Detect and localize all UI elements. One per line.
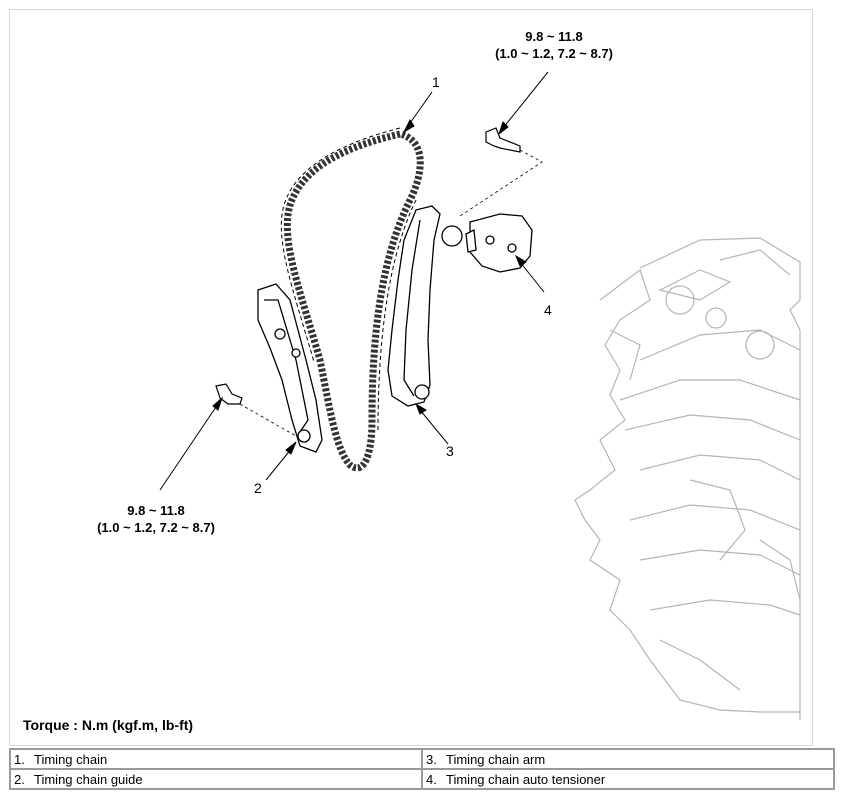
tensioner-bolt-dashline: [459, 149, 543, 217]
guide-bolt-dashline: [239, 403, 297, 437]
legend-number: 1.: [14, 751, 25, 767]
torque-annotation-bottom: 9.8 ~ 11.8 (1.0 ~ 1.2, 7.2 ~ 8.7): [84, 502, 228, 536]
legend-cell: 2. Timing chain guide: [9, 768, 423, 790]
torque-units-note: Torque : N.m (kgf.m, lb-ft): [23, 717, 194, 733]
callout-4: 4: [544, 302, 552, 318]
legend-label: Timing chain auto tensioner: [446, 771, 606, 787]
legend-cell: 4. Timing chain auto tensioner: [421, 768, 835, 790]
engine-block-outline: [574, 237, 801, 720]
legend-label: Timing chain arm: [446, 751, 546, 767]
torque-annotation-top: 9.8 ~ 11.8 (1.0 ~ 1.2, 7.2 ~ 8.7): [482, 28, 626, 62]
legend-row: 1. Timing chain 3. Timing chain arm: [9, 748, 835, 770]
legend-number: 3.: [426, 751, 437, 767]
legend-number: 4.: [426, 771, 437, 787]
timing-chain-diagram: [159, 71, 801, 720]
legend-row: 2. Timing chain guide 4. Timing chain auto…: [9, 768, 835, 790]
legend-cell: 3. Timing chain arm: [421, 748, 835, 770]
legend-cell: 1. Timing chain: [9, 748, 423, 770]
torque-bottom-value: 9.8 ~ 11.8: [127, 503, 185, 518]
callout-1: 1: [432, 74, 440, 90]
legend-label: Timing chain guide: [34, 771, 143, 787]
timing-chain: [280, 127, 424, 472]
legend-label: Timing chain: [34, 751, 108, 767]
callout-2: 2: [254, 480, 262, 496]
callout-3: 3: [446, 443, 454, 459]
tensioner-bolt: [485, 127, 521, 153]
timing-chain-arm: [387, 205, 441, 407]
torque-top-value: 9.8 ~ 11.8: [525, 29, 583, 44]
timing-chain-guide: [257, 283, 323, 453]
torque-top-alt: (1.0 ~ 1.2, 7.2 ~ 8.7): [495, 46, 613, 61]
leader-arrows: [159, 71, 549, 491]
legend-number: 2.: [14, 771, 25, 787]
parts-legend-table: 1. Timing chain 3. Timing chain arm 2. Timi…: [9, 748, 835, 790]
torque-bottom-alt: (1.0 ~ 1.2, 7.2 ~ 8.7): [97, 520, 215, 535]
